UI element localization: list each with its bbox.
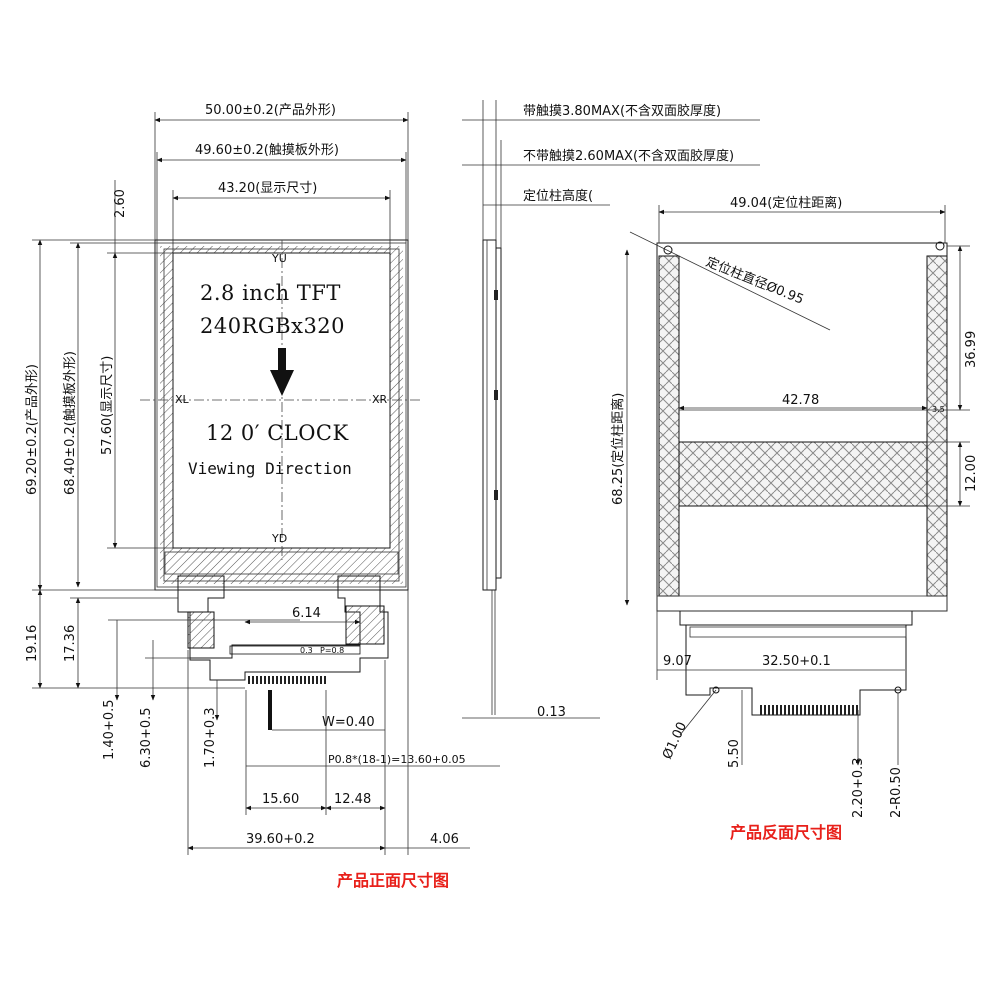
leader-hole: [679, 689, 717, 736]
dim-fpc-width: 39.60+0.2: [246, 832, 315, 847]
viewing-arrow-head: [270, 370, 294, 396]
dim-touch-height: 68.40±0.2(触摸板外形): [63, 351, 78, 495]
dim-pin-height: 定位柱高度(: [523, 188, 593, 204]
dim-small-mark: 3.5: [932, 405, 945, 414]
dim-pin-distance-w: 49.04(定位柱距离): [730, 195, 842, 211]
viewing-direction-text: Viewing Direction: [188, 459, 352, 478]
side-backplate: [495, 247, 502, 579]
dim-span-2: 12.48: [334, 792, 371, 807]
fpc-mark-1: 0.3: [300, 646, 313, 655]
dim-pin-distance-h: 68.25(定位柱距离): [610, 393, 626, 505]
dim-hole-diameter: Ø1.00: [660, 720, 690, 762]
leader-pin-diameter: [629, 231, 831, 331]
bezel-inner-line: [163, 248, 400, 582]
dim-display-height: 57.60(显示尺寸): [100, 356, 115, 455]
fpc-marking-band: [229, 645, 361, 655]
fpc-stiffener-right: [345, 605, 385, 645]
front-caption: 产品正面尺寸图: [337, 871, 449, 890]
back-caption: 产品反面尺寸图: [730, 823, 842, 842]
dim-pin-width: W=0.40: [322, 715, 375, 730]
side-clip: [494, 490, 498, 500]
dim-hole-offset: 5.50: [727, 739, 742, 768]
side-clip: [494, 290, 498, 300]
clock-text: 12 0′ CLOCK: [206, 421, 349, 445]
bottom-band: [164, 551, 399, 575]
axis-label-yu: YU: [271, 252, 287, 265]
front-view: YU YD XL XR 2.8 inch TFT 240RGBx320 12 0…: [25, 103, 500, 890]
touch-panel-outline: [156, 242, 407, 588]
back-fpc-stiffener: [689, 626, 907, 638]
dim-top-offset: 2.60: [113, 189, 128, 218]
dim-tail-len: 2.20+0.3: [851, 757, 866, 818]
back-mid-band: [678, 441, 928, 507]
dim-band-height: 12.00: [964, 455, 979, 492]
locating-pin-left: [663, 245, 673, 255]
side-clip: [494, 390, 498, 400]
resolution-text: 240RGBx320: [200, 314, 345, 338]
dim-tol-2: 6.30+0.5: [139, 707, 154, 768]
dim-top-section: 36.99: [964, 331, 979, 368]
fpc-hole-left: [712, 686, 720, 694]
back-view: 49.04(定位柱距离) 定位柱直径Ø0.95 68.25(定位柱距离) 36.…: [610, 195, 979, 842]
dim-fpc-offset: 6.14: [292, 606, 321, 621]
dim-without-touch: 不带触摸2.60MAX(不含双面胶厚度): [523, 148, 734, 164]
dim-fpc-left: 9.07: [663, 654, 692, 669]
fpc-stiffener-left: [187, 611, 215, 649]
dim-tol-1: 1.40+0.5: [102, 699, 117, 760]
back-left-rail: [658, 255, 680, 597]
dim-span-1: 15.60: [262, 792, 299, 807]
dim-tol-3: 1.70+0.3: [203, 707, 218, 768]
axis-label-xr: XR: [372, 393, 388, 406]
side-view: 带触摸3.80MAX(不含双面胶厚度) 不带触摸2.60MAX(不含双面胶厚度)…: [462, 100, 760, 720]
pin-width-marker: [268, 690, 272, 730]
dim-fpc-thickness: 0.13: [537, 705, 566, 720]
screen-size-text: 2.8 inch TFT: [200, 281, 341, 305]
dim-inner-width: 42.78: [782, 393, 819, 408]
display-area: [172, 252, 391, 549]
dim-radius: 2-R0.50: [889, 767, 904, 818]
back-bottom-strip: [656, 595, 948, 612]
dim-pitch: P0.8*(18-1)=13.60+0.05: [328, 753, 466, 766]
viewing-arrow-shaft: [278, 348, 286, 372]
dim-product-height: 69.20±0.2(产品外形): [25, 364, 40, 495]
dim-fpc-width-back: 32.50+0.1: [762, 654, 831, 669]
dim-touch-width: 49.60±0.2(触摸板外形): [195, 143, 339, 158]
dim-right-offset: 4.06: [430, 832, 459, 847]
dim-with-touch: 带触摸3.80MAX(不含双面胶厚度): [523, 103, 721, 119]
axis-label-yd: YD: [271, 532, 287, 545]
bezel-hatch: [160, 246, 403, 584]
dim-fpc-len-2: 17.36: [63, 625, 78, 662]
locating-pin-right: [935, 241, 945, 251]
axis-label-xl: XL: [175, 393, 190, 406]
fpc-contact-pins: [246, 676, 326, 684]
dim-product-width: 50.00±0.2(产品外形): [205, 103, 336, 118]
dim-display-width: 43.20(显示尺寸): [218, 181, 317, 196]
back-fpc-pins: [760, 705, 860, 715]
dim-pin-diameter: 定位柱直径Ø0.95: [704, 255, 806, 308]
fpc-mark-2: P=0.8: [320, 646, 344, 655]
product-outline: [154, 239, 409, 591]
back-fpc-outline: [679, 611, 913, 716]
dim-fpc-len-1: 19.16: [25, 625, 40, 662]
back-right-rail: [926, 255, 948, 597]
